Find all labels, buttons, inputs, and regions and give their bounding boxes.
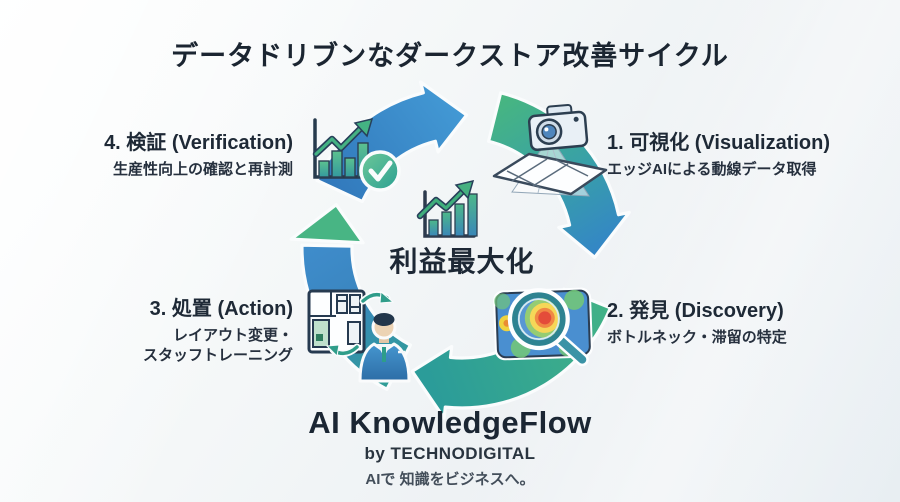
rising-bar-chart-icon	[416, 179, 478, 238]
brand-byline: by TECHNODIGITAL	[364, 444, 536, 463]
swap-arrows	[325, 291, 395, 358]
stage-2-desc: ボトルネック・滞留の特定	[607, 329, 787, 346]
stage-label-verification: 4. 検証 (Verification) 生産性向上の確認と再計測	[104, 131, 293, 180]
stage-label-visualization: 1. 可視化 (Visualization) エッジAIによる動線データ取得	[607, 131, 830, 180]
stage-label-action: 3. 処置 (Action) レイアウト変更・ スタッフトレーニング	[143, 297, 293, 365]
brand-footer: AI KnowledgeFlow by TECHNODIGITAL AIで 知識…	[0, 405, 900, 489]
camera-floorplan-icon	[492, 103, 608, 197]
stage-3-desc: レイアウト変更・ スタッフトレーニング	[142, 327, 293, 364]
stage-2-title: 2. 発見 (Discovery)	[607, 300, 784, 322]
stage-4-title: 4. 検証 (Verification)	[104, 132, 293, 154]
brand-tagline: AIで 知識をビジネスへ。	[365, 471, 535, 488]
stage-1-desc: エッジAIによる動線データ取得	[607, 161, 817, 178]
center-goal-label: 利益最大化	[389, 246, 535, 277]
page-title: データドリブンなダークストア改善サイクル	[171, 41, 729, 71]
chart-checkmark-icon	[312, 117, 401, 192]
magnifier-glass	[507, 288, 589, 367]
stage-4-desc: 生産性向上の確認と再計測	[112, 161, 293, 178]
stage-label-discovery: 2. 発見 (Discovery) ボトルネック・滞留の特定	[607, 299, 787, 348]
heatmap-magnifier-icon	[493, 287, 593, 367]
layout-staff-icon	[307, 289, 411, 383]
staff-person	[358, 313, 411, 383]
brand-name: AI KnowledgeFlow	[308, 405, 592, 440]
stage-3-title: 3. 処置 (Action)	[149, 298, 293, 320]
arrow-bottom-left-head	[289, 203, 365, 245]
check-badge	[359, 150, 401, 192]
stage-1-title: 1. 可視化 (Visualization)	[607, 132, 830, 154]
